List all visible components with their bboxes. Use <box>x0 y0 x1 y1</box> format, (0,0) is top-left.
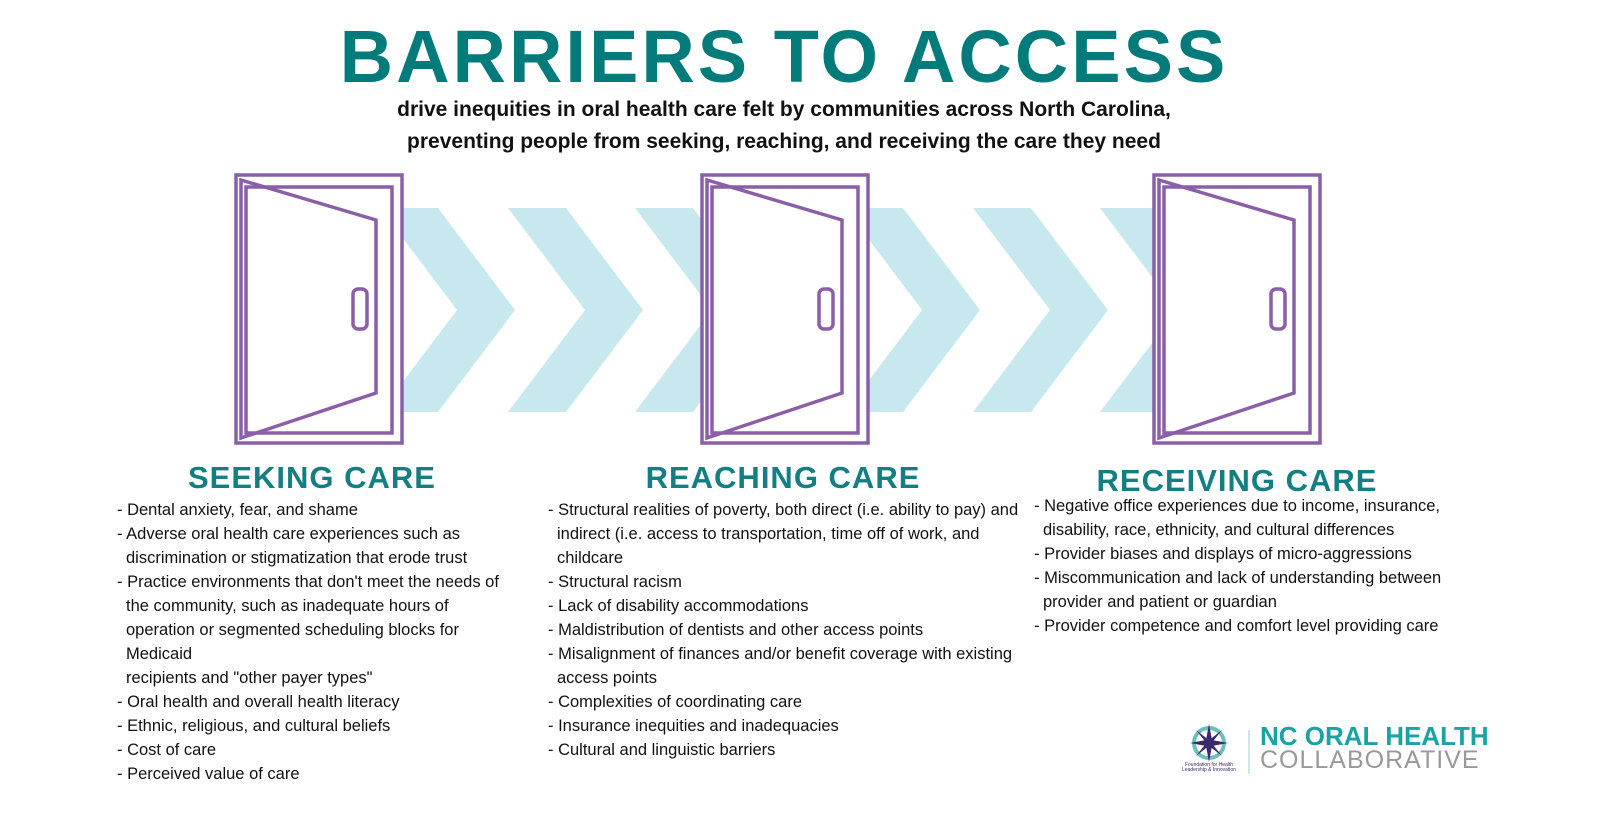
chevron-arrow-icon <box>973 208 1108 412</box>
list-item: - Complexities of coordinating care <box>548 693 803 711</box>
chevron-arrow-icon <box>508 208 643 412</box>
open-door-icon <box>700 173 870 445</box>
subtitle-line-2: preventing people from seeking, reaching… <box>407 130 1161 153</box>
page-title: BARRIERS TO ACCESS <box>339 15 1229 98</box>
list-item: - Miscommunication and lack of understan… <box>1034 569 1442 611</box>
list-item: - Maldistribution of dentists and other … <box>548 621 924 639</box>
list-item: - Dental anxiety, fear, and shame <box>117 501 358 519</box>
list-item: - Cost of care <box>117 741 217 759</box>
list-item: - Adverse oral health care experiences s… <box>117 525 468 567</box>
logo-divider <box>1248 730 1250 774</box>
open-door-icon <box>1152 173 1322 445</box>
list-item: - Lack of disability accommodations <box>548 597 809 615</box>
foundation-star-logo-icon <box>1190 724 1228 762</box>
list-item: - Cultural and linguistic barriers <box>548 741 776 759</box>
logo-line-2: COLLABORATIVE <box>1260 746 1480 774</box>
list-item: - Negative office experiences due to inc… <box>1034 497 1441 539</box>
list-item: - Misalignment of finances and/or benefi… <box>548 645 1013 687</box>
seeking-care-list: - Dental anxiety, fear, and shame - Adve… <box>117 498 517 786</box>
receiving-care-list: - Negative office experiences due to inc… <box>1034 494 1444 638</box>
list-item: recipients and "other payer types" <box>126 669 373 687</box>
heading-receiving-care: RECEIVING CARE <box>1096 463 1378 498</box>
chevron-arrow-icon <box>845 208 980 412</box>
subtitle-line-1: drive inequities in oral health care fel… <box>397 98 1171 121</box>
list-item: - Structural realities of poverty, both … <box>548 501 1019 567</box>
open-door-icon <box>234 173 404 445</box>
chevron-arrow-icon <box>380 208 515 412</box>
logo-line-1: NC ORAL HEALTH <box>1260 721 1489 751</box>
list-item: - Practice environments that don't meet … <box>117 573 499 663</box>
list-item: - Structural racism <box>548 573 682 591</box>
list-item: - Perceived value of care <box>117 765 300 783</box>
doors-and-arrows-illustration <box>234 173 1322 445</box>
list-item: - Insurance inequities and inadequacies <box>548 717 839 735</box>
heading-seeking-care: SEEKING CARE <box>188 460 436 495</box>
list-item: - Oral health and overall health literac… <box>117 693 400 711</box>
reaching-care-list: - Structural realities of poverty, both … <box>548 498 1023 762</box>
list-item: - Provider competence and comfort level … <box>1034 617 1439 635</box>
list-item: - Ethnic, religious, and cultural belief… <box>117 717 391 735</box>
foundation-logo-text: Foundation for Health Leadership & Innov… <box>1182 762 1236 773</box>
list-item: - Provider biases and displays of micro-… <box>1034 545 1412 563</box>
heading-reaching-care: REACHING CARE <box>645 460 921 495</box>
